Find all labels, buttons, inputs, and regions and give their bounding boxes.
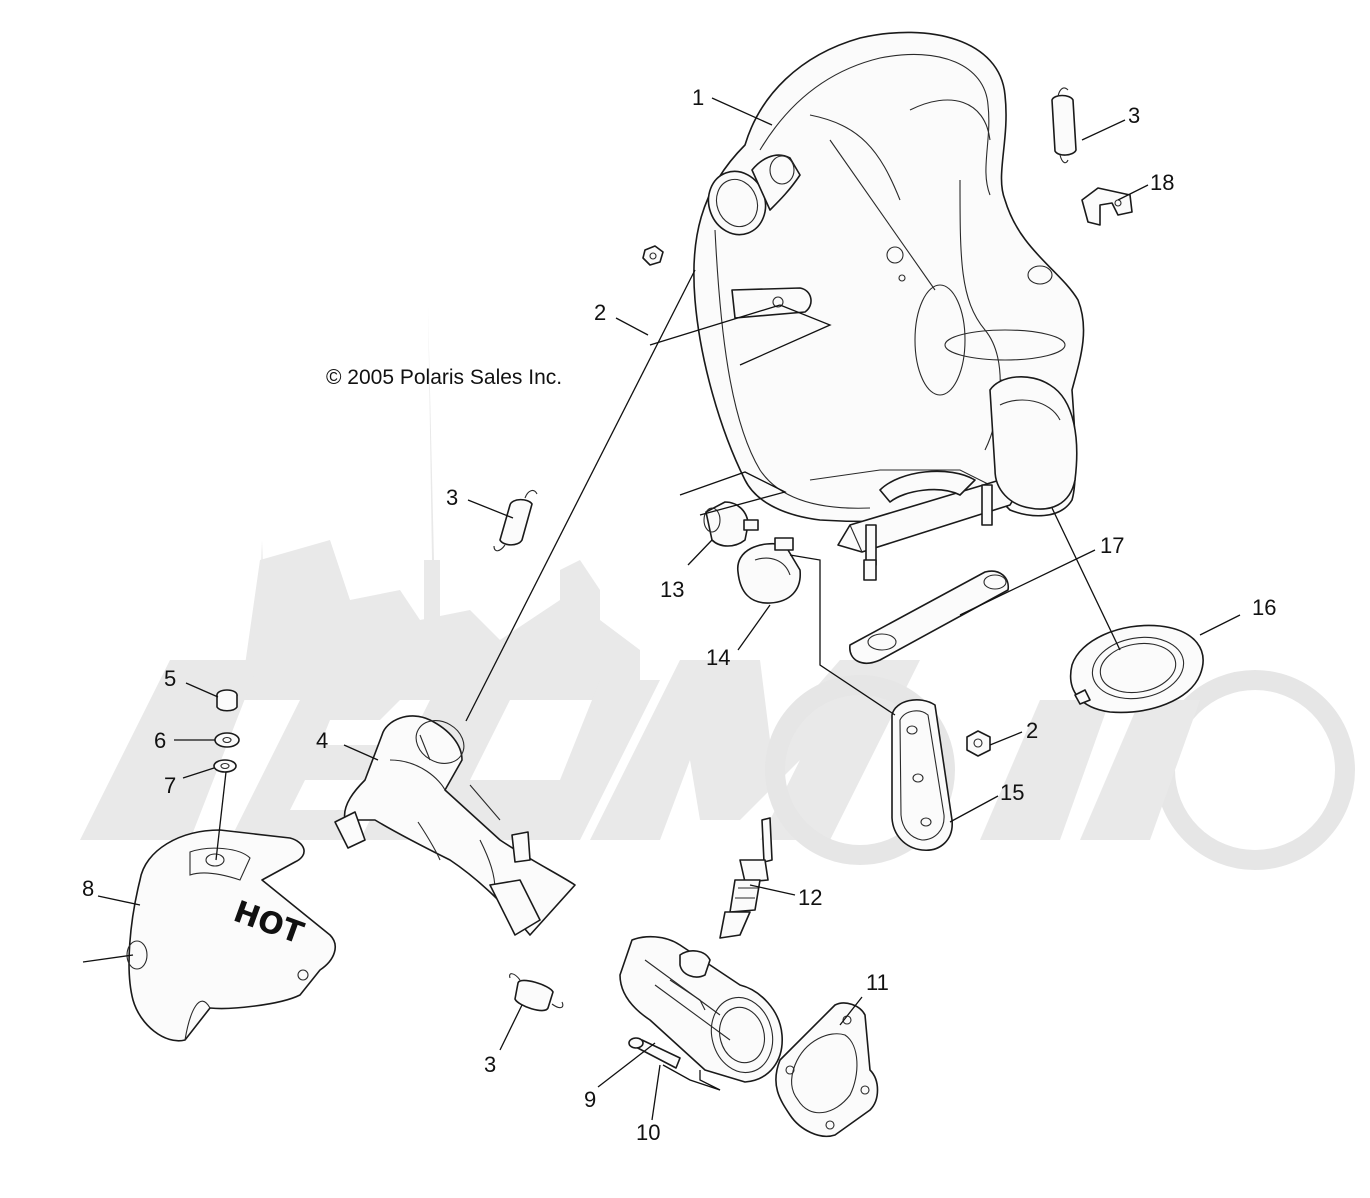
watermark [80,305,1355,870]
washer [214,732,240,748]
callout-1: 1 [692,85,704,110]
callout-13: 13 [660,577,684,602]
nut-top [642,245,664,266]
callout-6: 6 [154,728,166,753]
callout-2-top: 2 [594,300,606,325]
lock-washer [213,759,237,773]
manifold-gasket [775,1002,879,1137]
gasket-ring [1069,624,1204,714]
muffler-housing [693,31,1085,581]
exhaust-pipe [334,715,576,936]
callout-3-bottom: 3 [484,1052,496,1077]
callout-14: 14 [706,645,730,670]
heat-shield: HOT [126,829,336,1042]
callout-16: 16 [1252,595,1276,620]
spring-top [1051,87,1077,164]
leader-lines [82,97,1241,1121]
gasket-plate [891,699,953,851]
mounting-plate [849,570,1010,664]
nut-bottom [966,730,991,757]
rubber-isolator [703,501,759,547]
callout-7: 7 [164,773,176,798]
stud [628,1037,681,1069]
callout-3-top: 3 [1128,103,1140,128]
callout-5: 5 [164,666,176,691]
callouts: 1 3 18 2 3 13 14 17 16 2 15 4 5 6 7 8 12… [82,85,1276,1145]
bolt [216,689,238,712]
bracket [1081,187,1133,226]
callout-2-bottom: 2 [1026,718,1038,743]
exhaust-manifold [619,935,783,1083]
callout-9: 9 [584,1087,596,1112]
callout-11: 11 [866,970,889,995]
callout-17: 17 [1100,533,1124,558]
copyright-notice: © 2005 Polaris Sales Inc. [326,366,562,389]
callout-15: 15 [1000,780,1024,805]
oxygen-sensor [719,817,773,939]
spring-bottom [509,973,564,1012]
callout-12: 12 [798,885,822,910]
callout-3-mid: 3 [446,485,458,510]
clamp-band [737,537,801,604]
callout-8: 8 [82,876,94,901]
callout-10: 10 [636,1120,660,1145]
spring-mid [493,489,538,552]
callout-4: 4 [316,728,328,753]
callout-18: 18 [1150,170,1174,195]
